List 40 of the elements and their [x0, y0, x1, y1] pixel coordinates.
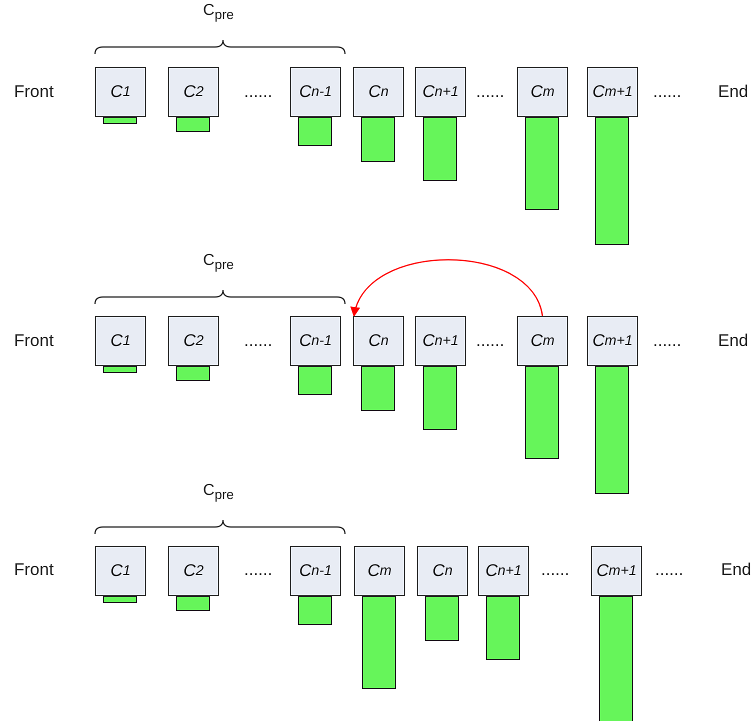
row-label: End: [718, 82, 748, 102]
bar: [423, 366, 457, 430]
ellipsis: ......: [476, 82, 504, 102]
row-label: Front: [14, 560, 54, 580]
brace-label: C$_{pre}$: [203, 252, 234, 272]
bar: [595, 366, 629, 494]
bar: [425, 596, 459, 641]
bar: [103, 596, 137, 603]
bar: [176, 117, 210, 132]
row-label: Front: [14, 331, 54, 351]
brace-label: C$_{pre}$: [203, 482, 234, 502]
bar: [595, 117, 629, 245]
ellipsis: ......: [244, 331, 272, 351]
bar: [298, 366, 332, 395]
bar: [103, 117, 137, 124]
bar: [176, 366, 210, 381]
bar: [362, 596, 396, 689]
bar: [361, 366, 395, 411]
ellipsis: ......: [244, 560, 272, 580]
ellipsis: ......: [244, 82, 272, 102]
bar: [525, 117, 559, 210]
row-label: Front: [14, 82, 54, 102]
bar: [423, 117, 457, 181]
bar: [599, 596, 633, 721]
bar: [486, 596, 520, 660]
row-label: End: [721, 560, 752, 580]
bar: [525, 366, 559, 459]
bar: [103, 366, 137, 373]
ellipsis: ......: [653, 82, 682, 102]
ellipsis: ......: [476, 331, 504, 351]
row-label: End: [718, 331, 748, 351]
bar: [298, 117, 332, 146]
ellipsis: ......: [541, 560, 570, 580]
bar: [176, 596, 210, 611]
brace-label: C$_{pre}$: [203, 2, 234, 22]
curved-arrow: [352, 259, 544, 317]
ellipsis: ......: [653, 331, 682, 351]
ellipsis: ......: [655, 560, 684, 580]
bar: [361, 117, 395, 162]
bar: [298, 596, 332, 625]
